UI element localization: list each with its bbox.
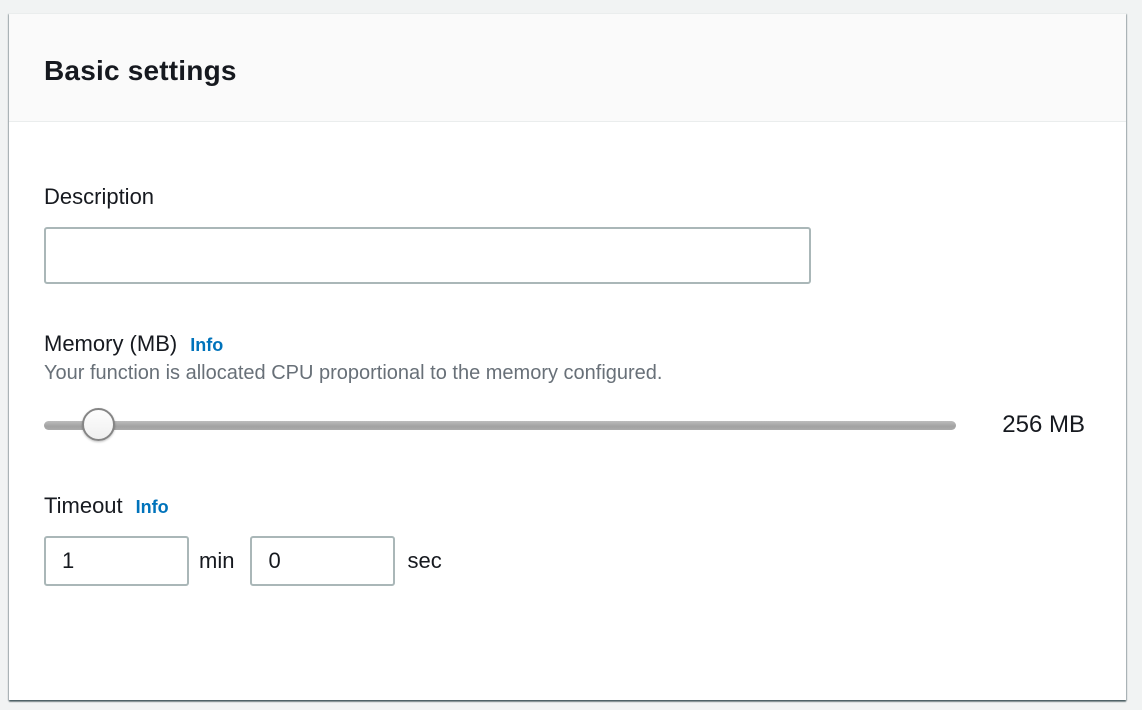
memory-help-text: Your function is allocated CPU proportio… <box>44 362 663 384</box>
description-input[interactable] <box>44 227 811 284</box>
timeout-minutes-unit: min <box>199 548 235 573</box>
timeout-minutes-input[interactable] <box>44 536 189 586</box>
memory-value: 256 MB <box>1002 411 1085 438</box>
card-body: Description Memory (MB) Info Your functi… <box>9 122 1126 586</box>
memory-label-row: Memory (MB) Info <box>44 331 1091 357</box>
description-label: Description <box>44 184 155 209</box>
memory-slider-track[interactable] <box>44 421 956 430</box>
memory-info-link[interactable]: Info <box>190 335 224 355</box>
timeout-inputs-row: min sec <box>44 536 1091 586</box>
memory-slider[interactable] <box>44 407 956 443</box>
timeout-label: Timeout <box>44 493 123 518</box>
timeout-field: Timeout Info min sec <box>44 493 1091 586</box>
timeout-label-row: Timeout Info <box>44 493 1091 519</box>
card-header: Basic settings <box>9 14 1126 122</box>
timeout-seconds-unit: sec <box>407 548 442 573</box>
memory-label: Memory (MB) <box>44 331 178 356</box>
timeout-seconds-input[interactable] <box>250 536 396 586</box>
memory-slider-row: 256 MB <box>44 407 1091 443</box>
memory-field: Memory (MB) Info Your function is alloca… <box>44 331 1091 443</box>
description-field: Description <box>44 184 1091 284</box>
memory-slider-thumb[interactable] <box>81 408 115 441</box>
page-title: Basic settings <box>44 55 237 86</box>
basic-settings-card: Basic settings Description Memory (MB) I… <box>9 13 1126 700</box>
timeout-info-link[interactable]: Info <box>135 497 169 517</box>
